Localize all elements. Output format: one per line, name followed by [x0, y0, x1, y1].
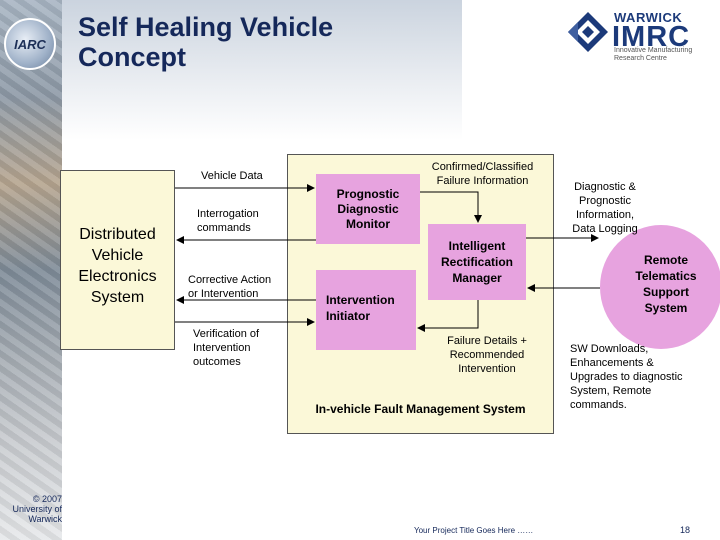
rts-label: Remote Telematics Support System — [618, 252, 714, 316]
iarc-logo: IARC — [4, 18, 56, 70]
footer-project-title: Your Project Title Goes Here …… — [414, 526, 534, 535]
title-line-1: Self Healing Vehicle — [78, 12, 334, 42]
sw-downloads-line-2: Enhancements & — [570, 357, 654, 369]
sw-downloads-line-4: System, Remote — [570, 385, 652, 397]
sw-downloads-line-5: commands. — [570, 399, 627, 411]
left-photo-strip — [0, 0, 62, 540]
diagnostic-info-line-3: Information, — [575, 209, 635, 221]
pdm-line-1: Prognostic — [336, 187, 400, 201]
page-number: 18 — [680, 525, 691, 535]
confirmed-line-2: Failure Information — [436, 175, 529, 187]
copyright-line-1: © 2007 — [32, 494, 62, 504]
imrc-subtitle-2: Research Centre — [614, 55, 667, 62]
imrc-subtitle-1: Innovative Manufacturing — [614, 47, 693, 54]
dves-line-3: Electronics — [78, 268, 157, 285]
warwick-emblem-icon — [568, 12, 608, 52]
irm-line-2: Rectification — [440, 255, 513, 269]
rts-line-2: Telematics — [635, 269, 697, 283]
slide-title: Self Healing Vehicle Concept — [78, 12, 418, 72]
interrogation-line-2: commands — [197, 222, 251, 234]
failure-details-line-2: Recommended — [449, 349, 525, 361]
label-failure-details: Failure Details + Recommended Interventi… — [432, 334, 542, 376]
arrow-failure-details — [417, 300, 479, 332]
diagnostic-info-line-4: Data Logging — [572, 223, 638, 235]
copyright-line-2: University of — [12, 504, 62, 514]
arrow-confirmed — [420, 191, 482, 223]
verification-line-3: outcomes — [193, 356, 241, 368]
iarc-logo-text: IARC — [14, 36, 46, 52]
dves-line-4: System — [90, 289, 145, 306]
pdm-line-3: Monitor — [346, 217, 390, 231]
copyright-line-3: Warwick — [28, 514, 62, 524]
label-corrective-action: Corrective Action or Intervention — [188, 273, 271, 301]
sw-downloads-line-1: SW Downloads, — [570, 343, 649, 355]
failure-details-line-3: Intervention — [458, 363, 516, 375]
label-sw-downloads: SW Downloads, Enhancements & Upgrades to… — [570, 342, 705, 412]
ii-label: Intervention Initiator — [326, 292, 416, 324]
ivfms-label: In-vehicle Fault Management System — [315, 402, 526, 416]
footer-copyright: © 2007 University of Warwick — [0, 494, 62, 524]
failure-details-line-1: Failure Details + — [447, 335, 527, 347]
label-vehicle-data: Vehicle Data — [201, 170, 263, 182]
label-verification: Verification of Intervention outcomes — [193, 327, 259, 369]
diagnostic-info-line-2: Prognostic — [579, 195, 631, 207]
verification-line-1: Verification of — [193, 328, 260, 340]
sw-downloads-line-3: Upgrades to diagnostic — [570, 371, 683, 383]
rts-line-4: System — [644, 301, 688, 315]
imrc-wordmark: IMRC — [612, 21, 691, 53]
label-diagnostic-info: Diagnostic & Prognostic Information, Dat… — [565, 180, 645, 236]
corrective-line-1: Corrective Action — [188, 274, 272, 286]
verification-line-2: Intervention — [193, 342, 251, 354]
irm-label: Intelligent Rectification Manager — [428, 238, 526, 286]
pdm-line-2: Diagnostic — [337, 202, 399, 216]
top-photo-banner — [62, 0, 462, 140]
pdm-label: Prognostic Diagnostic Monitor — [316, 187, 420, 232]
ii-line-1: Intervention — [326, 293, 395, 307]
label-confirmed-failure: Confirmed/Classified Failure Information — [420, 160, 545, 188]
intervention-initiator-box — [316, 270, 416, 350]
rts-line-1: Remote — [643, 253, 688, 267]
dves-line-2: Vehicle — [91, 247, 144, 264]
warwick-wordmark: WARWICK — [614, 10, 683, 25]
title-line-2: Concept — [78, 42, 186, 72]
diagnostic-info-line-1: Diagnostic & — [574, 181, 636, 193]
dves-line-1: Distributed — [79, 226, 156, 243]
distributed-vehicle-electronics-box — [60, 170, 175, 350]
remote-telematics-support-ellipse — [600, 225, 720, 349]
irm-line-3: Manager — [452, 271, 502, 285]
intelligent-rectification-manager-box — [428, 224, 526, 300]
interrogation-line-1: Interrogation — [197, 208, 259, 220]
corrective-line-2: or Intervention — [188, 288, 259, 300]
confirmed-line-1: Confirmed/Classified — [431, 161, 534, 173]
label-interrogation: Interrogation commands — [197, 207, 259, 235]
rts-line-3: Support — [643, 285, 689, 299]
ii-line-2: Initiator — [326, 309, 370, 323]
dves-label: Distributed Vehicle Electronics System — [60, 224, 175, 308]
irm-line-1: Intelligent — [448, 239, 506, 253]
prognostic-diagnostic-monitor-box — [316, 174, 420, 244]
